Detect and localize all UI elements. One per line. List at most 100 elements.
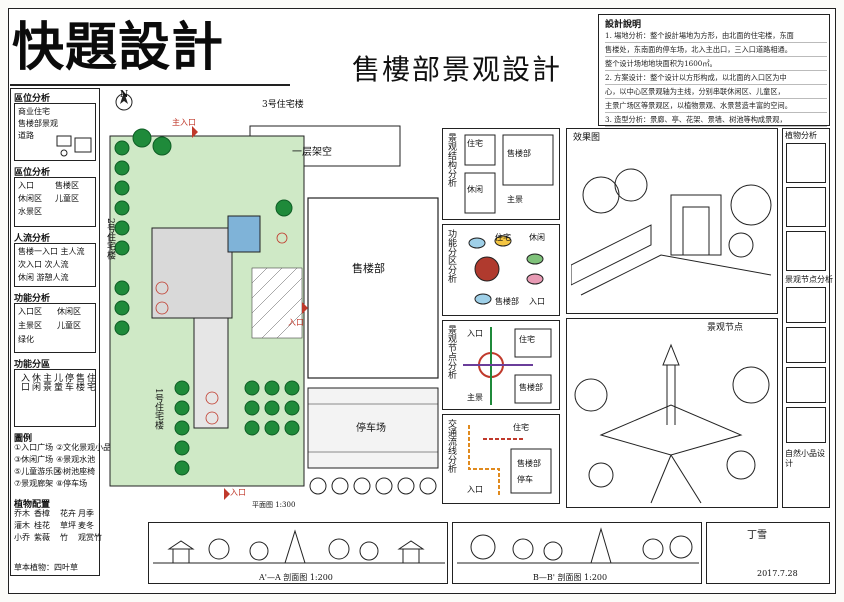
legend-item: ③休闲广场 [14, 455, 54, 464]
location-diagram: 商业住宅 售楼部景观 道路 [14, 103, 96, 161]
function-diagram: 入口区 休闲区 主景区 儿童区 绿化 [14, 303, 96, 353]
analysis-cell: 住宅 [519, 335, 535, 344]
function-heading: 功能分析 [14, 294, 51, 304]
structure-sketch [464, 134, 554, 214]
entry-label: 入口 [288, 318, 304, 327]
design-note-line: 1. 場地分析：整个設計場地为方形，由北面的住宅楼，东面 [605, 29, 827, 43]
legend-item: ⑥树池座椅 [56, 467, 96, 476]
traffic-sketch [468, 425, 552, 495]
right-heading: 景观节点分析 [785, 275, 833, 284]
people-flow-diagram: 售楼一入口 主人流 次入口 次人流 休闲 游憩人流 [14, 243, 96, 287]
analysis-cell: 住宅 [495, 233, 511, 242]
plant-name: 月季 [78, 509, 94, 518]
plant-name: 麦冬 [78, 521, 94, 530]
top-building-label: 一层架空 [292, 147, 332, 158]
legend-item: ①入口广场 [14, 443, 54, 452]
sub-title: 售樓部景观設計 [352, 53, 563, 86]
plants-footer: 草本植物：四叶草 [14, 563, 78, 572]
function-item: 绿化 [18, 335, 34, 344]
building-zoning-item: 停车 [63, 373, 73, 391]
right-detail-column: 植物分析 景观节点分析 自然小品设计 [782, 128, 833, 508]
location-sketch [56, 135, 92, 157]
sales-office-outline [307, 197, 439, 379]
perspective-label: 效果图 [573, 133, 601, 143]
sales-office-label: 售楼部 [352, 262, 385, 275]
people-flow-line: 次入口 次人流 [18, 260, 69, 269]
plaza-paving [151, 227, 233, 319]
plant-name: 紫薇 [34, 533, 50, 542]
design-note-line: 2. 方案设计：整个设计以方形构成，以北面的入口区为中 [605, 71, 827, 85]
design-notes-box: 設計說明 1. 場地分析：整个設計場地为方形，由北面的住宅楼，东面 售楼处，东南… [598, 14, 830, 127]
section-b-b: B—B' 剖面图 1:200 [452, 522, 702, 584]
plant-category: 草坪 [60, 521, 76, 530]
analysis-heading: 景观结构分析 [446, 133, 456, 187]
analysis-heading: 功能分区分析 [446, 229, 456, 283]
right-heading: 自然小品设计 [785, 449, 825, 468]
detail-thumbnail [786, 407, 826, 443]
signature-name: 丁雪 [747, 530, 767, 541]
building-zoning-item: 主景 [41, 373, 51, 391]
perspective-top-sketch [571, 168, 772, 296]
analysis-cell: 售楼部 [495, 297, 519, 306]
plan-scale-label: 平面图 1:300 [252, 501, 296, 509]
function-item: 儿童区 [57, 321, 81, 330]
people-flow-line: 售楼一入口 主人流 [18, 247, 85, 256]
zoning-sketch [468, 235, 544, 305]
zoning-item: 水景区 [18, 207, 42, 216]
hatch-paving [251, 267, 303, 339]
location-item: 道路 [18, 131, 34, 140]
building-zoning-item: 休闲 [30, 373, 40, 391]
design-note-line: 心，以中心区景观轴为主线，分别串联休闲区、儿童区， [605, 85, 827, 99]
parking-label: 停车场 [356, 423, 386, 434]
building-zoning-item: 入口 [19, 373, 29, 391]
water-feature [227, 215, 261, 253]
detail-thumbnail [786, 287, 826, 323]
analysis-column: 景观结构分析 住宅 售楼部 休闲 主景 功能分区分析 住宅 售楼部 休闲 入口 … [442, 128, 562, 508]
design-notes-heading: 設計說明 [605, 20, 642, 30]
title-underline [10, 84, 290, 86]
building-zoning-diagram: 入口 休闲 主景 儿童 停车 售楼 住宅 [14, 369, 96, 427]
analysis-heading: 交通流线分析 [446, 419, 456, 473]
analysis-cell: 主景 [467, 393, 483, 402]
building-zoning-item: 售楼 [74, 373, 84, 391]
legend-item: ⑤儿童游乐区 [14, 467, 62, 476]
building-zoning-item: 住宅 [85, 373, 95, 391]
location-item: 售楼部景观 [18, 119, 58, 128]
legend-list: ①入口广场 ②文化景观小品 ③休闲广场 ④景观水池 ⑤儿童游乐区 ⑥树池座椅 ⑦… [14, 443, 111, 495]
analysis-cell: 主景 [507, 195, 523, 204]
section-a-a: A'—A 剖面图 1:200 [148, 522, 448, 584]
detail-thumbnail [786, 327, 826, 363]
detail-thumbnail [786, 367, 826, 403]
function-item: 休闲区 [57, 307, 81, 316]
tree-canopies [114, 128, 300, 476]
left-analysis-panel: 區位分析 商业住宅 售楼部景观 道路 區位分析 入口 售楼区 休闲区 儿童区 水… [10, 88, 111, 576]
design-note-line: 主景广场区等景观区，以植物景观、水景营造丰富的空间。 [605, 99, 827, 113]
section-a-a-sketch [153, 529, 445, 564]
entry-label: 主入口 [172, 118, 196, 127]
legend-item: ⑦景观廊架 [14, 479, 54, 488]
shrub-outlines [155, 232, 288, 425]
parking-outline [307, 387, 439, 469]
analysis-heading: 景观节点分析 [446, 325, 456, 379]
analysis-cell: 住宅 [513, 423, 529, 432]
section-label: A'—A 剖面图 1:200 [259, 573, 333, 582]
analysis-cell: 休闲 [529, 233, 545, 242]
design-note-line: 售楼处，东南面的停车场，北入主出口，三入口道路相通。 [605, 43, 827, 57]
people-flow-line: 休闲 游憩人流 [18, 273, 69, 282]
residence-left-label: 2号住宅楼 [105, 218, 115, 260]
master-plan-drawing [109, 92, 439, 500]
detail-thumbnail [786, 143, 826, 183]
analysis-cell: 售楼部 [507, 149, 531, 158]
design-note-line: 3. 造型分析：景廊、亭、花架、景墙、树池等构成景观， [605, 113, 827, 127]
signature-box: 丁雪 2017.7.28 [706, 522, 830, 584]
legend-item: ⑧停车场 [56, 479, 88, 488]
design-notes-body: 1. 場地分析：整个設計場地为方形，由北面的住宅楼，东面 售楼处，东南面的停车场… [605, 29, 827, 127]
analysis-cell: 停车 [517, 475, 533, 484]
location-item: 商业住宅 [18, 107, 50, 116]
perspective-middle-sketch [574, 343, 770, 504]
plant-category: 花卉 [60, 509, 76, 518]
structure-analysis-diagram: 景观结构分析 住宅 售楼部 休闲 主景 [442, 128, 560, 220]
plant-category: 竹 [60, 533, 68, 542]
location-heading: 區位分析 [14, 94, 51, 104]
traffic-analysis-diagram: 交通流线分析 住宅 售楼部 停车 入口 [442, 414, 560, 504]
